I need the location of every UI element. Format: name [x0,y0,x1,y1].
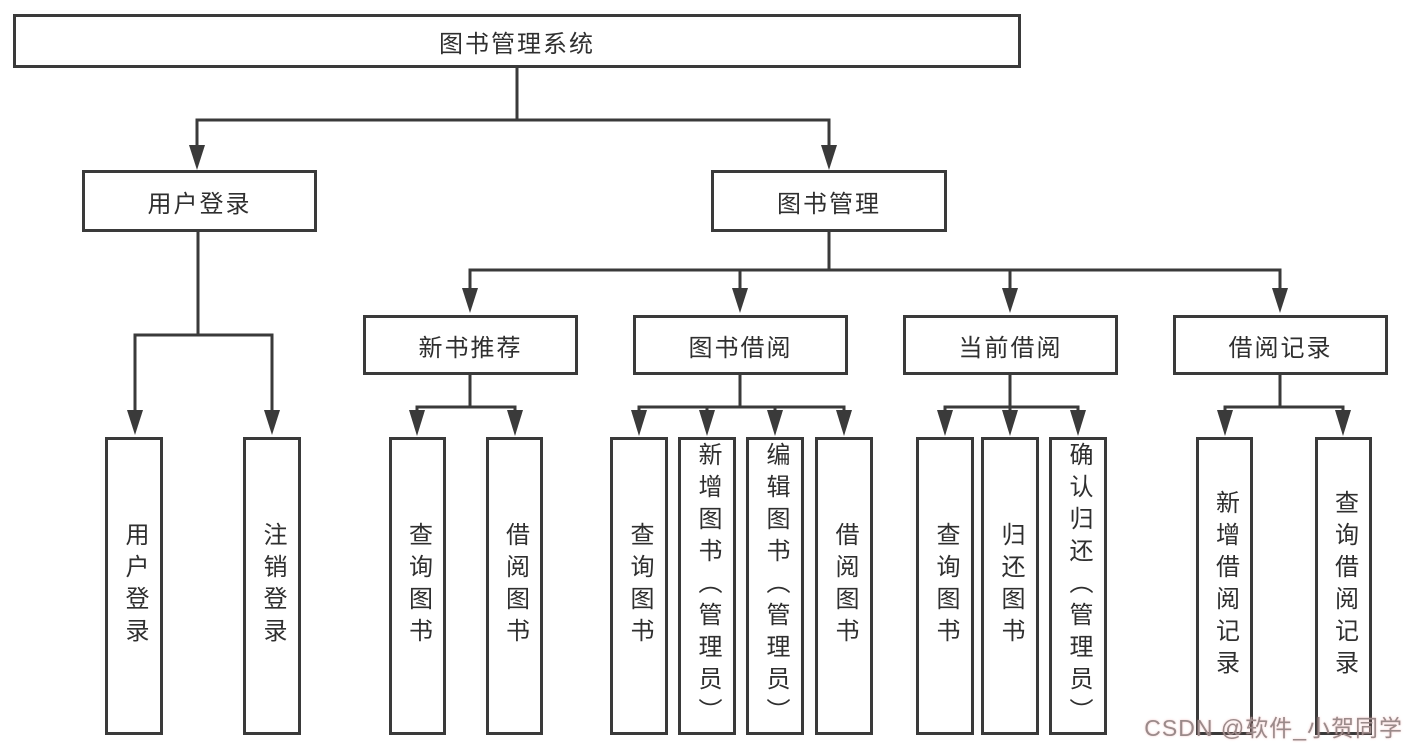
node-user-login: 用户登录 [82,170,317,232]
connector-new-book-recommend [415,373,517,414]
node-borrow-records: 借阅记录 [1173,315,1388,375]
connector-book-borrow [637,373,846,414]
leaf-confirm-return-admin: 确认归还（管理员） [1049,437,1107,735]
leaf-query-books-3: 查询图书 [916,437,974,735]
connector-book-management [468,230,1282,293]
connector-root [195,66,831,150]
leaf-add-borrow-record: 新增借阅记录 [1196,437,1253,735]
connector-user-login [133,230,274,415]
leaf-logout: 注销登录 [243,437,301,735]
node-library-system: 图书管理系统 [13,14,1021,68]
leaf-add-books-admin: 新增图书（管理员） [678,437,736,735]
node-book-borrow: 图书借阅 [633,315,848,375]
connector-current-borrow [943,373,1080,414]
leaf-edit-books-admin: 编辑图书（管理员） [746,437,804,735]
connector-borrow-records [1223,373,1345,414]
node-new-book-recommend: 新书推荐 [363,315,578,375]
leaf-query-books-2: 查询图书 [610,437,668,735]
leaf-borrow-books-2: 借阅图书 [815,437,873,735]
leaf-return-books: 归还图书 [981,437,1039,735]
node-current-borrow: 当前借阅 [903,315,1118,375]
leaf-query-books-1: 查询图书 [389,437,446,735]
csdn-watermark: CSDN @软件_小贺同学 [1144,715,1403,741]
leaf-user-login: 用户登录 [105,437,163,735]
leaf-borrow-books-1: 借阅图书 [486,437,543,735]
leaf-query-borrow-record: 查询借阅记录 [1315,437,1372,735]
node-book-management: 图书管理 [711,170,947,232]
arrowheads [127,145,1351,436]
